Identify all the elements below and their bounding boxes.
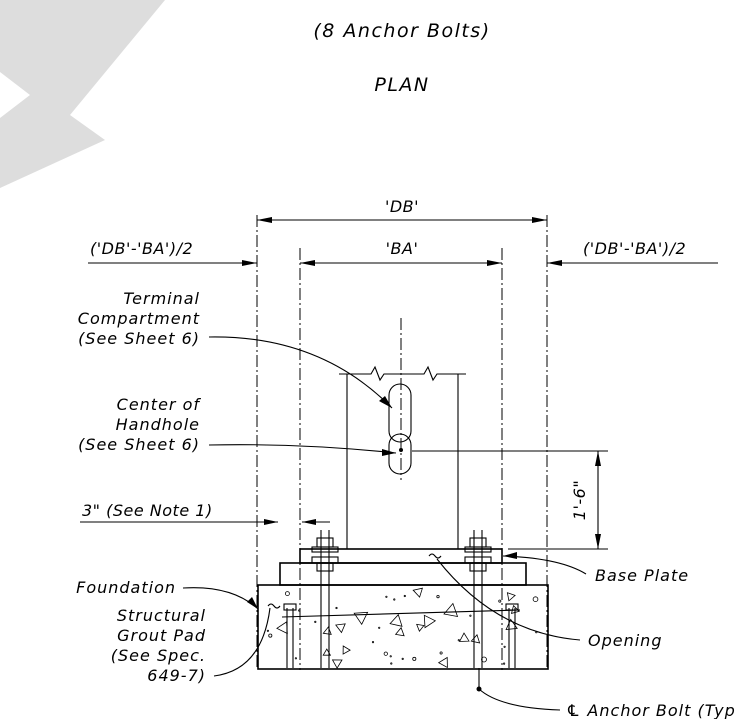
handhole-label-line-1: Center of (117, 395, 202, 414)
height-dimension: 1'-6" (412, 451, 608, 549)
concrete-aggregate-dot (504, 646, 505, 647)
concrete-aggregate-dot (503, 663, 504, 664)
edge-distance-left-label: ('DB'-'BA')/2 (90, 239, 193, 258)
concrete-aggregate-dot (372, 641, 373, 642)
height-dimension-label: 1'-6" (570, 480, 589, 520)
handhole-label-line-3: (See Sheet 6) (78, 435, 200, 454)
ba-dimension-label: 'BA' (386, 239, 419, 258)
concrete-aggregate-triangle (413, 588, 422, 597)
clearance-dimension: 3" (See Note 1) (80, 501, 330, 525)
edge-distance-right: ('DB'-'BA')/2 (547, 239, 718, 266)
terminal-label-line-1: Terminal (123, 289, 200, 308)
drawing-title: PLAN (374, 74, 429, 96)
opening-label-text: Opening (588, 631, 662, 650)
grout-label-line-2: Grout Pad (117, 626, 206, 645)
drawing-subtitle: (8 Anchor Bolts) (313, 20, 490, 42)
extension-lines (257, 215, 547, 670)
handhole-label-line-2: Handhole (116, 415, 200, 434)
concrete-aggregate-triangle (343, 646, 350, 654)
base-plate-label: Base Plate (503, 552, 689, 585)
concrete-aggregate-triangle (439, 658, 448, 668)
edge-distance-right-label: ('DB'-'BA')/2 (583, 239, 686, 258)
concrete-aggregate-circle (437, 595, 439, 597)
terminal-label: Terminal Compartment (See Sheet 6) (78, 289, 392, 408)
anchor-bolt-label: ℄ Anchor Bolt (Typ.) (477, 668, 735, 719)
concrete-aggregate-triangle (390, 615, 402, 627)
concrete-aggregate-dot (379, 627, 380, 628)
anchor-bolts (282, 530, 520, 668)
concrete-aggregate-dot (402, 658, 403, 659)
concrete-aggregate-dot (394, 599, 395, 600)
base-plate (300, 549, 502, 563)
concrete-aggregate-triangle (471, 635, 479, 643)
concrete-aggregate-dot (391, 663, 392, 664)
concrete-hatch (267, 588, 538, 668)
concrete-aggregate-circle (533, 597, 538, 602)
edge-distance-left: ('DB'-'BA')/2 (88, 239, 257, 266)
concrete-aggregate-triangle (396, 628, 405, 636)
handhole-label: Center of Handhole (See Sheet 6) (78, 395, 396, 456)
concrete-aggregate-triangle (417, 624, 424, 631)
handhole-slot (389, 434, 411, 474)
anchor-bolt-left (312, 530, 338, 668)
concrete-aggregate-dot (299, 610, 300, 611)
anchor-bolt-right (465, 530, 491, 668)
terminal-compartment-slot (389, 384, 411, 442)
concrete-aggregate-triangle (424, 615, 435, 627)
ba-dimension: 'BA' (300, 239, 502, 266)
terminal-label-line-3: (See Sheet 6) (78, 329, 200, 348)
concrete-aggregate-triangle (444, 604, 458, 617)
concrete-aggregate-dot (470, 615, 471, 616)
watermark-shape (0, 0, 165, 188)
concrete-aggregate-triangle (277, 622, 287, 634)
anchor-bolt-label-text: ℄ Anchor Bolt (Typ.) (566, 701, 735, 719)
foundation (258, 585, 548, 669)
concrete-aggregate-dot (295, 658, 296, 659)
handhole-center (399, 448, 403, 452)
db-dimension: 'DB' (257, 197, 547, 223)
concrete-aggregate-circle (285, 592, 289, 596)
grout-tilde (268, 604, 280, 608)
grout-label-line-1: Structural (117, 606, 206, 625)
concrete-aggregate-triangle (336, 624, 345, 633)
db-dimension-label: 'DB' (385, 197, 419, 216)
grout-label-line-3: (See Spec. (111, 646, 206, 665)
concrete-aggregate-dot (315, 621, 316, 622)
concrete-aggregate-dot (390, 656, 391, 657)
concrete-aggregate-circle (499, 600, 501, 602)
concrete-aggregate-circle (269, 634, 272, 637)
base-plate-label-text: Base Plate (595, 566, 689, 585)
concrete-aggregate-triangle (333, 660, 343, 668)
concrete-aggregate-triangle (507, 593, 515, 601)
concrete-aggregate-dot (336, 607, 337, 608)
grout-label: Structural Grout Pad (See Spec. 649-7) (111, 606, 270, 685)
concrete-aggregate-dot (267, 630, 268, 631)
plate-tilde (429, 554, 441, 558)
concrete-aggregate-circle (413, 657, 416, 660)
concrete-aggregate-triangle (460, 633, 469, 641)
concrete-aggregate-circle (384, 652, 387, 655)
terminal-label-line-2: Compartment (78, 309, 200, 328)
concrete-aggregate-dot (458, 640, 459, 641)
foundation-label-text: Foundation (76, 578, 176, 597)
clearance-dimension-label: 3" (See Note 1) (82, 501, 213, 520)
concrete-aggregate-dot (386, 596, 387, 597)
concrete-aggregate-dot (404, 595, 405, 596)
concrete-aggregate-triangle (323, 627, 331, 634)
concrete-aggregate-circle (440, 652, 442, 654)
foundation-label: Foundation (76, 578, 258, 609)
pole (339, 367, 466, 549)
grout-label-line-4: 649-7) (147, 666, 206, 685)
